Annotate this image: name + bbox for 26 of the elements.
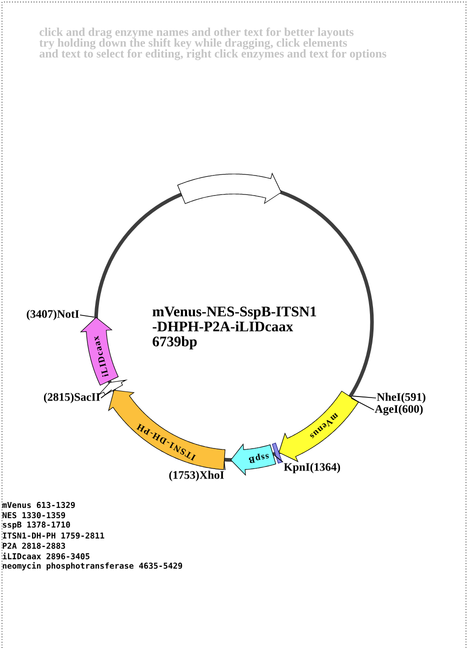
instruction-text: click and drag enzyme names and other text for better layouts <box>40 28 354 38</box>
leader-line <box>274 455 284 462</box>
feature-segment <box>272 442 282 464</box>
gene-feature: sspB <box>230 443 276 476</box>
instruction-text: and text to select for editing, right click enzymes and text for options <box>40 49 386 60</box>
leader-line <box>100 389 112 398</box>
feature-list-text: sspB 1378-1710 <box>2 522 70 530</box>
site-label: AgeI(600) <box>374 404 423 416</box>
instruction-text: try holding down the shift key while dragging, click elements <box>39 38 347 50</box>
feature-list-text: NES 1330-1359 <box>2 512 66 518</box>
feature-list-text: P2A 2818-2883 <box>2 542 66 549</box>
site-label: (2815)SacII <box>44 392 100 404</box>
site-label: NheI(591) <box>376 392 426 404</box>
feature-list-text: neomycin phosphotransferase 4635-5429 <box>2 562 182 570</box>
feature-list-text: mVenus 613-1329 <box>2 502 75 508</box>
site-label: KpnI(1364) <box>284 462 340 474</box>
feature-list-text: ITSN1-DH-PH 1759-2811 <box>2 532 104 539</box>
gene-feature <box>177 172 282 204</box>
leader-line <box>80 314 95 318</box>
gene-feature: iLIDcaax <box>80 317 119 386</box>
leader-line <box>350 398 374 410</box>
feature-list-text: iLIDcaax 2896-3405 <box>2 552 90 560</box>
site-label: (3407)NotI <box>26 310 79 320</box>
leader-line <box>352 396 376 398</box>
site-label: (1753)XhoI <box>169 470 224 482</box>
leader-line <box>224 461 226 470</box>
